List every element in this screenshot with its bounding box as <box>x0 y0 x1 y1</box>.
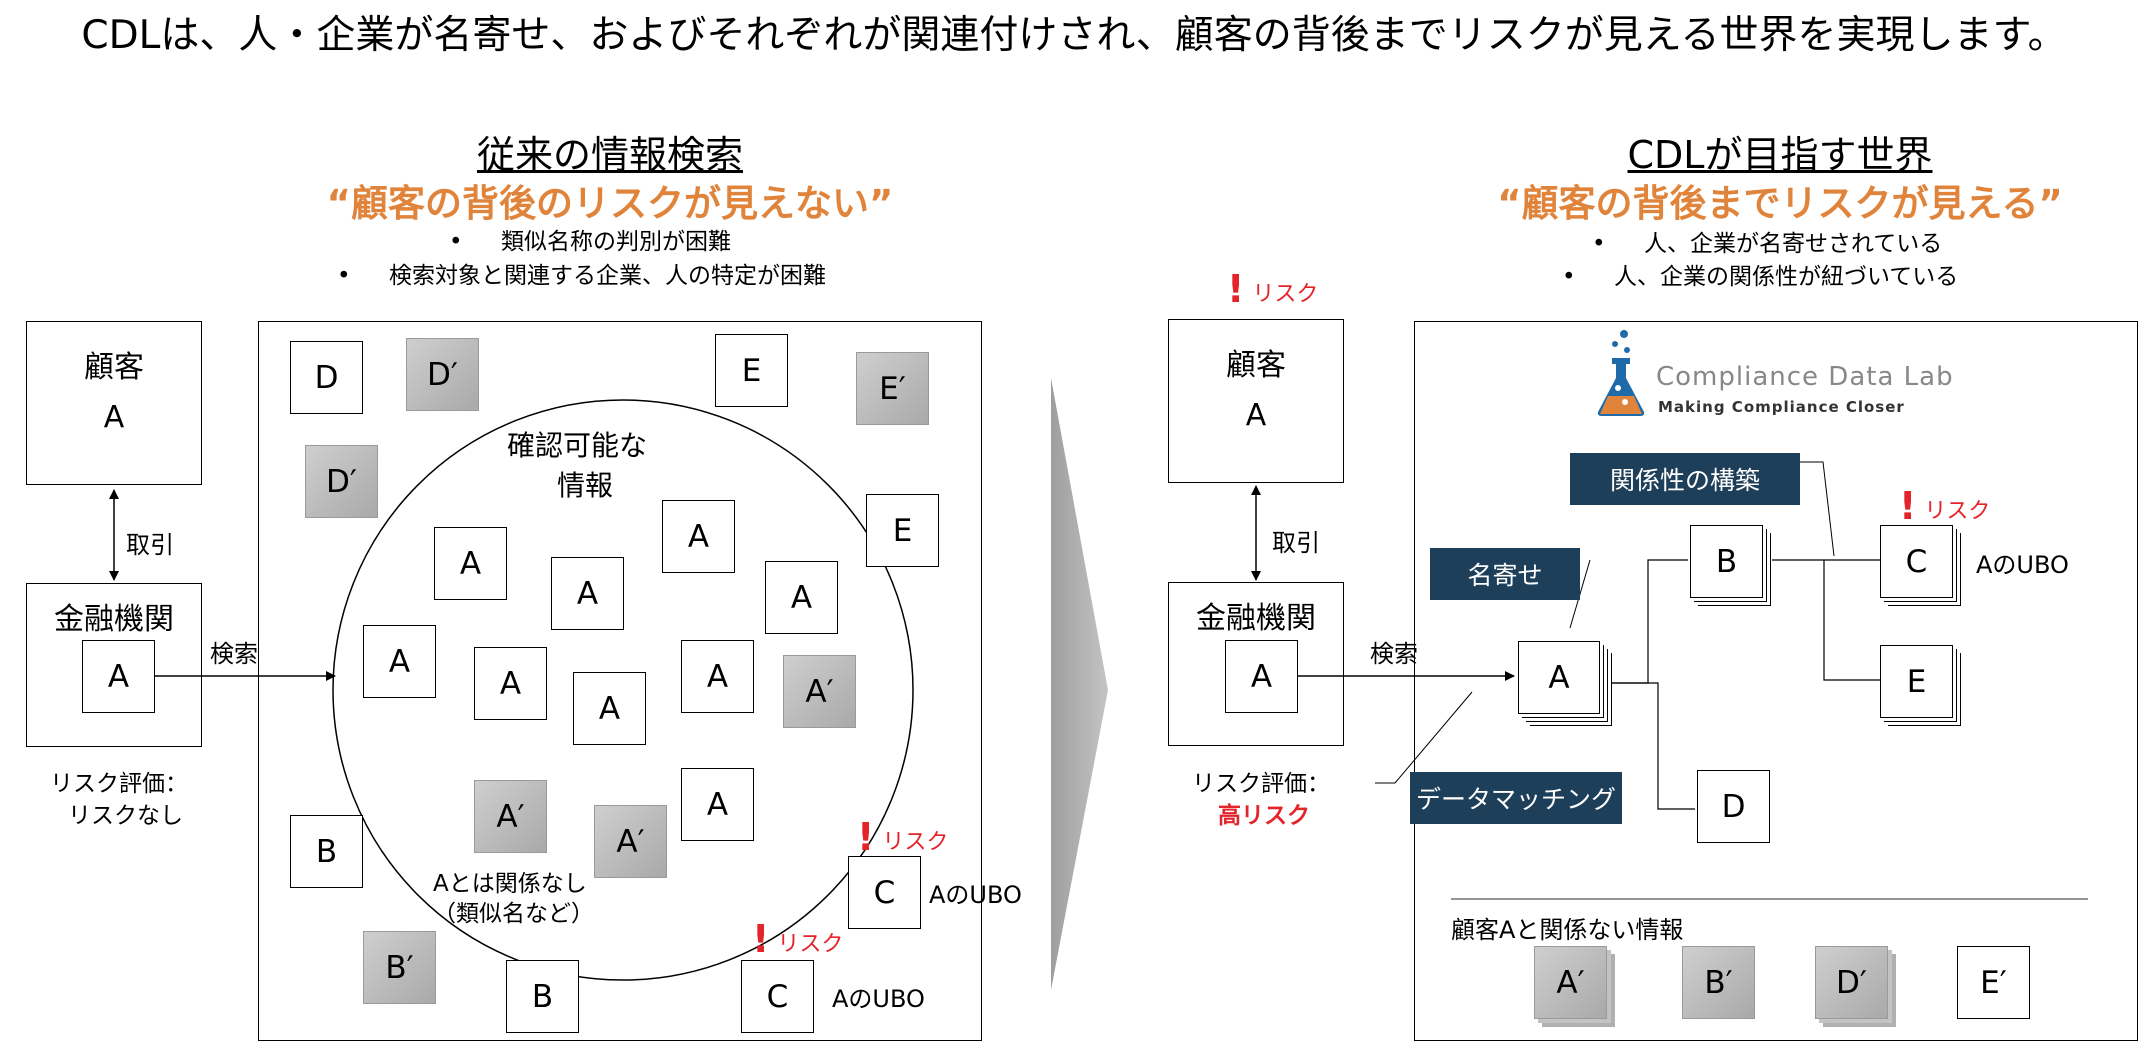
tree-line-a-d <box>1610 682 1695 810</box>
exclamation-icon: ! <box>752 917 770 961</box>
left-item-e-2: E <box>866 494 939 567</box>
node-c: C <box>1880 525 1953 598</box>
callout-data-match <box>1375 691 1473 784</box>
info-circle <box>332 399 914 981</box>
unrelated-item-b-prime: B′ <box>1682 946 1755 1019</box>
left-search-label: 検索 <box>210 640 258 668</box>
left-item-c-1: C <box>848 856 921 929</box>
left-risk-eval-label: リスク評価： <box>50 771 188 797</box>
left-item-a-prime-1: A′ <box>783 655 856 728</box>
left-item-a-2: A <box>551 557 624 630</box>
left-item-d-prime: D′ <box>406 338 479 411</box>
left-item-a-5: A <box>363 625 436 698</box>
right-section-title: CDLが目指す世界 <box>1627 133 1933 177</box>
exclamation-icon: ! <box>857 815 875 859</box>
left-item-a-9: A <box>681 768 754 841</box>
circle-title-line1: 確認可能な <box>507 429 648 462</box>
right-bank-box: 金融機関 <box>1168 582 1344 746</box>
right-customer-box: 顧客 A <box>1168 319 1344 483</box>
right-ubo-label: AのUBO <box>1976 551 2069 579</box>
left-item-e: E <box>715 334 788 407</box>
tag-name-matching: 名寄せ <box>1430 548 1580 600</box>
left-bank-box: 金融機関 <box>26 583 202 747</box>
left-risk-marker-1: ! リスク <box>857 815 949 859</box>
left-risk-marker-2: ! リスク <box>752 917 844 961</box>
exclamation-icon: ! <box>1899 484 1917 528</box>
node-a-merged: A <box>1518 641 1600 714</box>
left-bullet-2: •検索対象と関連する企業、人の特定が困難 <box>337 263 826 289</box>
unrelated-item-d-prime: D′ <box>1815 946 1888 1019</box>
left-item-d: D <box>290 341 363 414</box>
right-node-c-risk-marker: ! リスク <box>1899 484 1991 528</box>
left-item-a-8: A <box>681 640 754 713</box>
left-item-a-1: A <box>434 527 507 600</box>
left-item-c-2: C <box>741 960 814 1033</box>
left-item-b-2: B <box>506 960 579 1033</box>
left-risk-eval-value: リスクなし <box>68 803 183 829</box>
left-item-a-3: A <box>662 500 735 573</box>
left-section-title: 従来の情報検索 <box>476 133 743 177</box>
right-risk-eval-label: リスク評価： <box>1192 771 1330 797</box>
exclamation-icon: ! <box>1227 267 1245 311</box>
left-bank-letter-box: A <box>82 640 155 713</box>
right-trade-label: 取引 <box>1272 529 1320 557</box>
tag-data-matching: データマッチング <box>1410 772 1622 824</box>
left-customer-box: 顧客 A <box>26 321 202 485</box>
left-item-a-7: A <box>573 672 646 745</box>
left-item-e-prime: E′ <box>856 352 929 425</box>
logo-name: Compliance Data Lab <box>1656 362 1954 392</box>
left-item-a-prime-3: A′ <box>594 805 667 878</box>
callout-name-match <box>1569 559 1591 629</box>
transition-chevron <box>1051 378 1108 990</box>
right-customer-letter: A <box>1245 398 1267 433</box>
left-item-b-1: B <box>290 815 363 888</box>
logo-tagline: Making Compliance Closer <box>1658 398 1905 416</box>
unrelated-item-e-prime: E′ <box>1957 946 2030 1019</box>
node-e: E <box>1880 645 1953 718</box>
node-b: B <box>1690 525 1763 598</box>
right-bank-letter-box: A <box>1225 640 1298 713</box>
left-ubo-label-1: AのUBO <box>929 881 1022 909</box>
tag-relation-building: 関係性の構築 <box>1570 453 1800 505</box>
right-customer-title: 顧客 <box>1226 348 1286 383</box>
left-bullet-1: •類似名称の判別が困難 <box>449 229 731 255</box>
left-bank-title: 金融機関 <box>54 602 174 637</box>
right-cdl-area <box>1414 321 2138 1041</box>
left-trade-label: 取引 <box>126 531 174 559</box>
node-d: D <box>1697 770 1770 843</box>
left-customer-letter: A <box>103 400 125 435</box>
callout-relation <box>1800 461 1835 557</box>
flask-logo-icon <box>1597 330 1645 416</box>
left-customer-title: 顧客 <box>84 350 144 385</box>
tree-line-b-e <box>1823 560 1880 681</box>
unrelated-item-a-prime: A′ <box>1534 946 1607 1019</box>
right-risk-eval-value: 高リスク <box>1218 803 1310 829</box>
right-bullet-1: •人、企業が名寄せされている <box>1592 231 1943 257</box>
left-item-a-4: A <box>765 561 838 634</box>
right-customer-risk-marker: ! リスク <box>1227 267 1319 311</box>
left-item-d-prime-2: D′ <box>305 445 378 518</box>
right-bank-title: 金融機関 <box>1196 601 1316 636</box>
left-section-subtitle: “顧客の背後のリスクが見えない” <box>326 182 894 225</box>
left-item-a-6: A <box>474 647 547 720</box>
left-ubo-label-2: AのUBO <box>832 985 925 1013</box>
left-item-b-prime: B′ <box>363 931 436 1004</box>
unrelated-note-line1: Aとは関係なし <box>433 871 587 897</box>
right-bullet-2: •人、企業の関係性が紐づいている <box>1562 264 1959 290</box>
circle-title-line2: 情報 <box>557 469 614 502</box>
left-search-results-area <box>258 321 982 1041</box>
right-section-subtitle: “顧客の背後までリスクが見える” <box>1497 182 2063 225</box>
unrelated-info-title: 顧客Aと関係ない情報 <box>1451 916 1684 944</box>
headline: CDLは、人・企業が名寄せ、およびそれぞれが関連付けされ、顧客の背後までリスクが… <box>81 13 2067 58</box>
right-search-label: 検索 <box>1370 640 1418 668</box>
left-item-a-prime-2: A′ <box>474 780 547 853</box>
unrelated-note-line2: （類似名など） <box>433 901 594 927</box>
